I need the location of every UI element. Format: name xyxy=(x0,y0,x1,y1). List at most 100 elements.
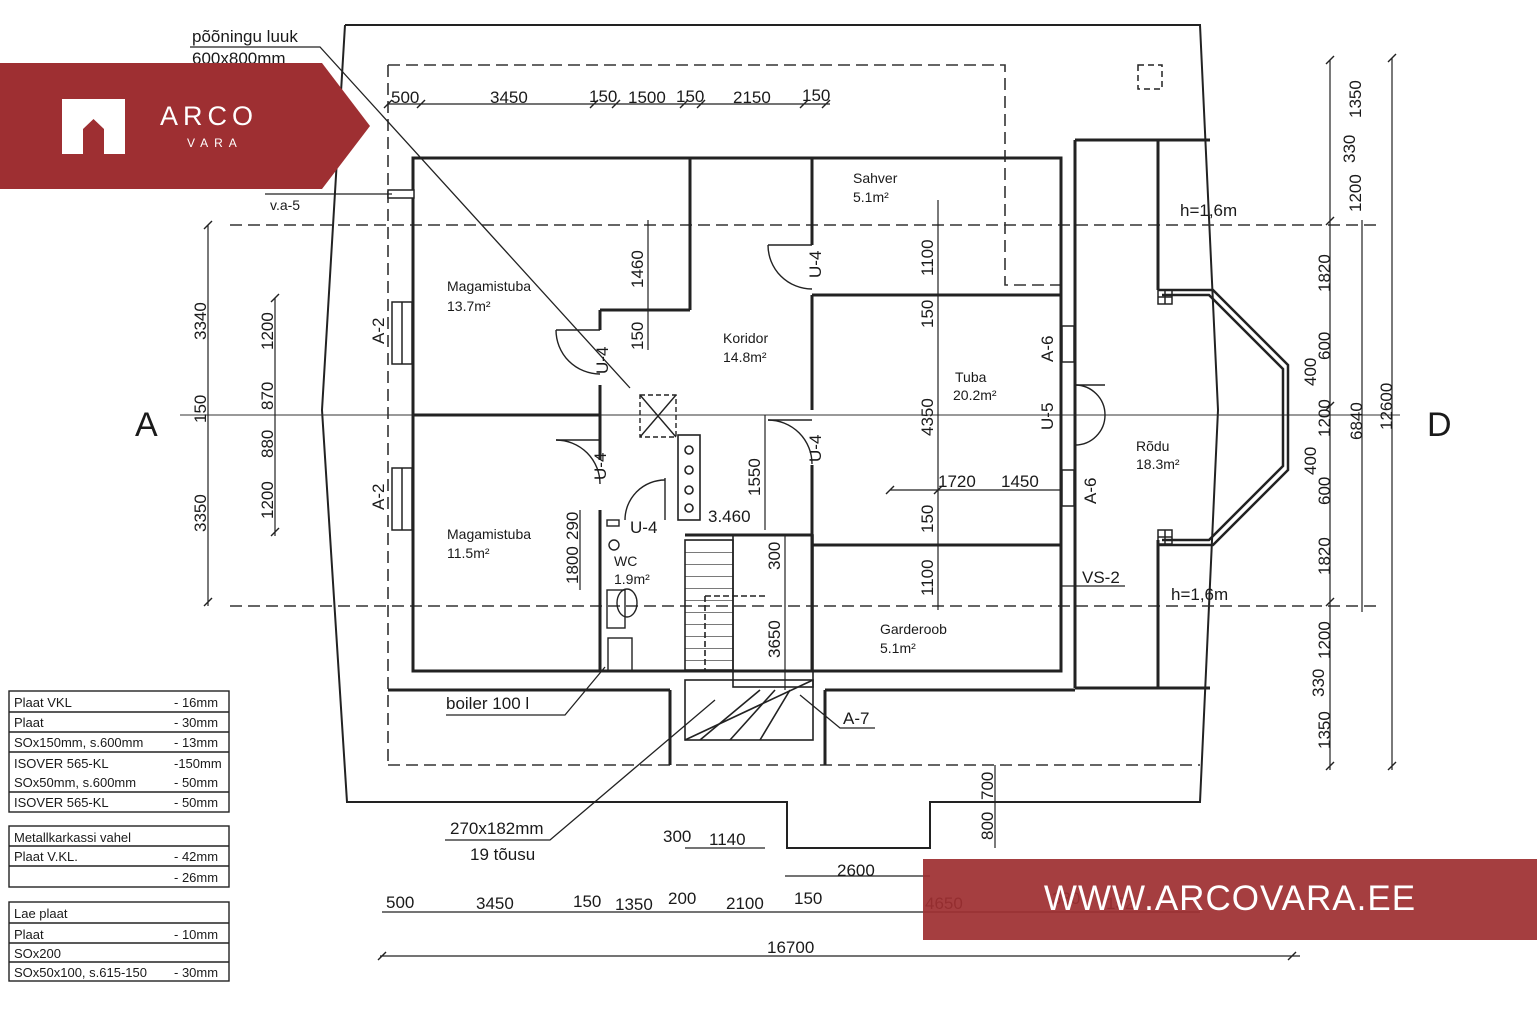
website-url[interactable]: WWW.ARCOVARA.EE xyxy=(1043,879,1417,918)
dim-interior: 150 xyxy=(918,300,937,328)
dim-interior: 150 xyxy=(918,505,937,533)
legend-row-label: Plaat xyxy=(14,927,44,942)
room-name: Magamistuba xyxy=(447,526,531,542)
dim-left: 1200 xyxy=(258,312,277,350)
element-tags: põõningu luuk 600x800mm v.a-5 A-2 A-2 U-… xyxy=(192,27,1237,864)
dim-left: 1200 xyxy=(258,481,277,519)
room-area: 5.1m² xyxy=(853,189,889,205)
vent-square xyxy=(1137,64,1163,90)
legend-row-value: - 13mm xyxy=(174,735,218,750)
hatch-title: põõningu luuk xyxy=(192,27,298,46)
dims-left: 3340 150 3350 1200 870 880 1200 xyxy=(191,302,277,532)
balcony-bay xyxy=(1158,288,1290,547)
room-labels: Magamistuba 13.7m² Magamistuba 11.5m² Ko… xyxy=(447,170,1180,656)
dim-bottom: 150 xyxy=(794,889,822,908)
legend-walls xyxy=(8,690,230,813)
room-area: 20.2m² xyxy=(953,387,997,403)
house-logo-icon xyxy=(62,99,125,154)
legend-row-value: - 30mm xyxy=(174,715,218,730)
room-name: Sahver xyxy=(853,170,898,186)
roof-outline xyxy=(320,24,1220,849)
dim-interior: 1800 xyxy=(563,546,582,584)
dim-bottom: 200 xyxy=(668,889,696,908)
dims-top: 500 3450 150 1500 150 2150 150 xyxy=(391,86,830,107)
legend-row-label: ISOVER 565-KL xyxy=(14,756,109,771)
dim-top: 150 xyxy=(589,87,617,106)
dim-right: 1820 xyxy=(1315,537,1334,575)
legend-row-value: - 10mm xyxy=(174,927,218,942)
legend-row-label: SOx50mm, s.600mm xyxy=(14,775,136,790)
legend-row-label: Plaat xyxy=(14,715,44,730)
dim-bottom: 3450 xyxy=(476,894,514,913)
dim-bottom: 500 xyxy=(386,893,414,912)
dim-interior: 1100 xyxy=(918,559,937,596)
tag-u4: U-4 xyxy=(806,251,825,278)
dim-mid: 2600 xyxy=(837,861,875,880)
dim-interior: 1720 xyxy=(938,472,976,491)
dim-mid: 300 xyxy=(663,827,691,846)
legend-row-label: Plaat V.KL. xyxy=(14,849,78,864)
room-name: Magamistuba xyxy=(447,278,531,294)
dim-left: 3350 xyxy=(191,494,210,532)
dim-right: 1820 xyxy=(1315,254,1334,292)
room-name: WC xyxy=(614,553,637,569)
legend-row-value: - 26mm xyxy=(174,870,218,885)
legend-partition-text: Metallkarkassi vahel Plaat V.KL. - 42mm … xyxy=(14,830,218,885)
legend-row-label: SOx50x100, s.615-150 xyxy=(14,965,147,980)
windows xyxy=(387,189,1075,531)
room-area: 1.9m² xyxy=(614,571,650,587)
dim-top: 1500 xyxy=(628,88,666,107)
dim-interior: 290 xyxy=(563,512,582,540)
legend-partition xyxy=(8,825,230,888)
legend-row-label: ISOVER 565-KL xyxy=(14,795,109,810)
dim-top: 150 xyxy=(676,87,704,106)
tag-h16: h=1,6m xyxy=(1180,201,1237,220)
dim-total: 16700 xyxy=(767,938,814,957)
dim-right: 1200 xyxy=(1315,621,1334,659)
dim-right: 12600 xyxy=(1377,383,1396,430)
tag-a2: A-2 xyxy=(369,318,388,344)
dim-interior: 1550 xyxy=(745,458,764,496)
walls xyxy=(388,138,1210,765)
dim-right: 330 xyxy=(1309,669,1328,697)
dim-interior: 3650 xyxy=(765,620,784,658)
dim-left: 880 xyxy=(258,430,277,458)
room-name: Koridor xyxy=(723,330,768,346)
dims-right: 1350 330 1200 1820 600 400 1200 400 600 … xyxy=(1301,80,1396,749)
leader-lines xyxy=(190,46,1125,841)
tag-u4: U-4 xyxy=(591,453,610,480)
boiler-label: boiler 100 l xyxy=(446,694,529,713)
dim-right: 1350 xyxy=(1346,80,1365,118)
dim-top: 500 xyxy=(391,88,419,107)
dim-bottom: 1350 xyxy=(615,895,653,914)
dim-right: 600 xyxy=(1315,477,1334,505)
legend-row-label: Lae plaat xyxy=(14,906,68,921)
chimney xyxy=(677,434,701,521)
legend-ceiling xyxy=(8,901,230,982)
dim-right: 330 xyxy=(1340,135,1359,163)
legend-ceiling-text: Lae plaat Plaat - 10mm SOx200 SOx50x100,… xyxy=(14,906,218,980)
legend-row-value: - 30mm xyxy=(174,965,218,980)
tag-va5: v.a-5 xyxy=(270,197,300,213)
legend-walls-text: Plaat VKL - 16mm Plaat - 30mm SOx150mm, … xyxy=(14,695,222,810)
legend-row-value: - 42mm xyxy=(174,849,218,864)
dim-interior: 1450 xyxy=(1001,472,1039,491)
dim-left: 870 xyxy=(258,382,277,410)
website-banner[interactable]: WWW.ARCOVARA.EE xyxy=(923,859,1537,940)
legend-row-label: SOx150mm, s.600mm xyxy=(14,735,143,750)
dim-interior: 1100 xyxy=(918,239,937,276)
dim-right: 6840 xyxy=(1347,402,1366,440)
tag-a2: A-2 xyxy=(369,484,388,510)
dim-interior: 1460 xyxy=(628,250,647,288)
brand-name: ARCO xyxy=(160,101,259,131)
stair-steps: 19 tõusu xyxy=(470,845,535,864)
room-area: 5.1m² xyxy=(880,640,916,656)
axis-label-right: D xyxy=(1427,406,1452,444)
dim-bottom: 2100 xyxy=(726,894,764,913)
room-area: 11.5m² xyxy=(447,545,490,561)
legend-row-label: SOx200 xyxy=(14,946,61,961)
attic-hatch xyxy=(639,394,677,438)
dim-right: 600 xyxy=(1315,332,1334,360)
brand-badge: ARCO VARA xyxy=(0,63,370,189)
room-area: 13.7m² xyxy=(447,298,491,314)
